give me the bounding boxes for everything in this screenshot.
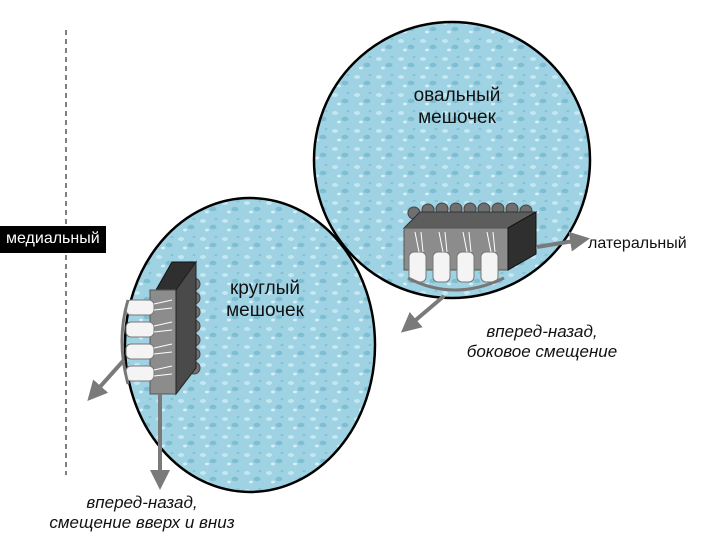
oval-motion-caption-line1: вперед-назад,	[486, 322, 598, 341]
medial-label: медиальный	[0, 226, 106, 254]
oval-sac-label: овальный мешочек	[392, 85, 522, 129]
round-sac-label-text: круглый мешочек	[226, 278, 304, 321]
lateral-label-text: латеральный	[588, 235, 687, 252]
oval-motion-caption: вперед-назад, боковое смещение	[432, 322, 652, 361]
round-lateral-arrow	[87, 358, 126, 401]
round-macula	[120, 260, 201, 396]
round-motion-caption: вперед-назад, смещение вверх и вниз	[22, 493, 262, 532]
round-sac-label: круглый мешочек	[220, 278, 310, 322]
oval-sac-label-text: овальный мешочек	[413, 85, 501, 128]
lateral-label: латеральный	[588, 235, 687, 253]
oval-macula	[402, 202, 538, 292]
oval-motion-arrow	[400, 294, 446, 333]
round-motion-caption-line2: смещение вверх и вниз	[49, 512, 235, 532]
medial-label-text: медиальный	[6, 230, 100, 247]
oval-motion-caption-line2: боковое смещение	[466, 341, 618, 361]
round-motion-caption-line1: вперед-назад,	[86, 493, 198, 512]
lateral-arrow	[536, 231, 590, 252]
